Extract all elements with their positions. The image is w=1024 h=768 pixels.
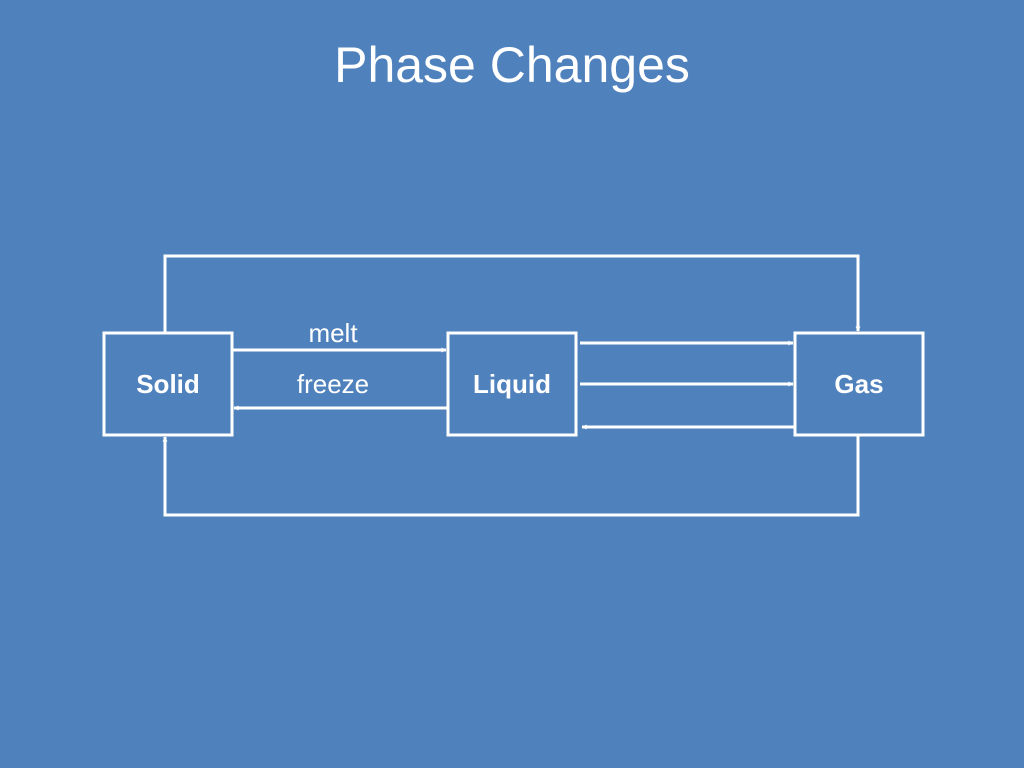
solid-to-gas-arrow [163,254,861,333]
melt-label: melt [308,318,358,348]
freeze-label: freeze [297,369,369,399]
gas-to-solid-arrow [162,435,860,517]
slide-title: Phase Changes [334,37,690,93]
solid-box [102,331,234,437]
solid-label: Solid [136,369,200,399]
gas-label: Gas [834,369,883,399]
liquid-label: Liquid [473,369,551,399]
liquid-box [446,331,578,437]
